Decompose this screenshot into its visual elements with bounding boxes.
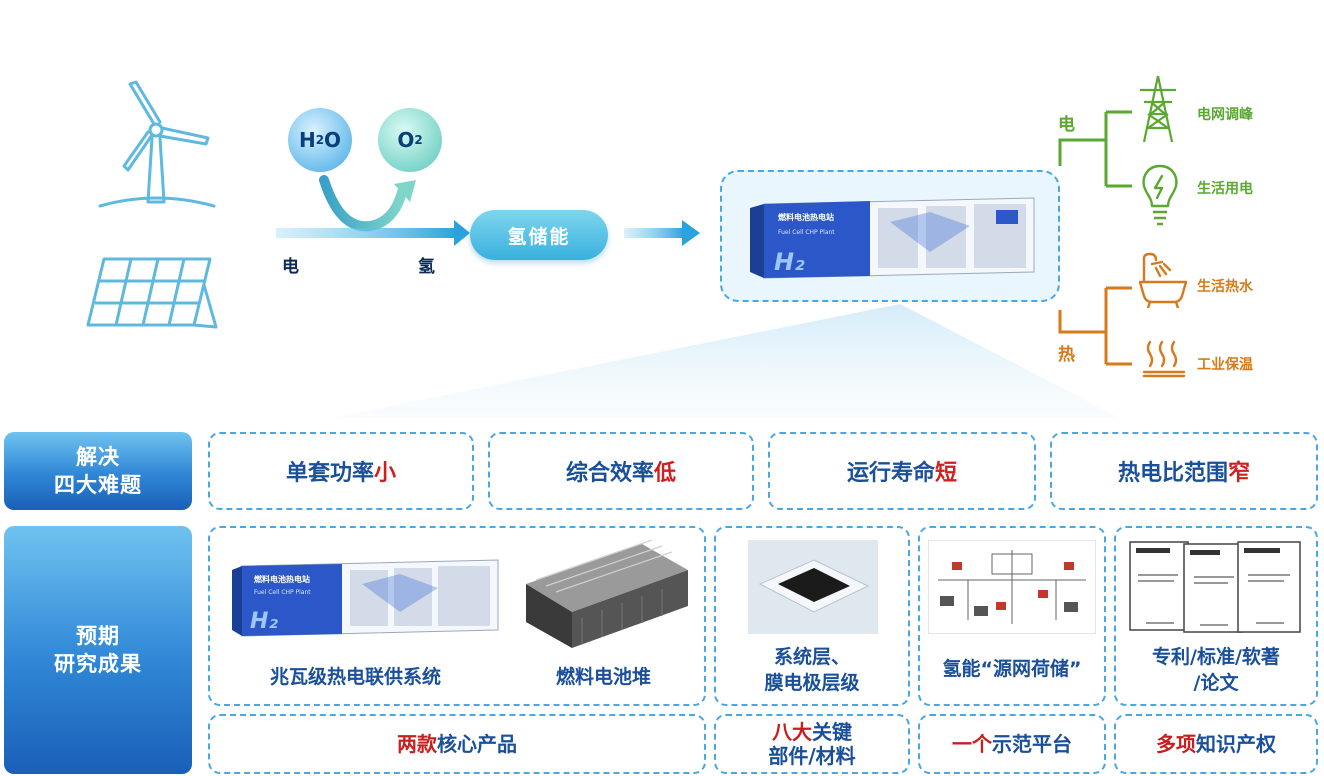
hot-water-label: 生活热水 [1197, 279, 1253, 295]
fuel-cell-stack-image [526, 540, 688, 648]
problem-card-lifetime: 运行寿命短 [768, 432, 1036, 510]
ip-line1: 专利/标准/软著 [1152, 646, 1280, 668]
svg-text:燃料电池热电站: 燃料电池热电站 [778, 212, 834, 222]
chp-system-image: 燃料电池热电站 Fuel Cell CHP Plant H₂ [232, 559, 499, 637]
problem-card-power: 单套功率小 [208, 432, 474, 510]
mea-line2: 膜电极层级 [764, 672, 860, 694]
heat-branch-label: 热 [1058, 345, 1075, 365]
solve-line1: 解决 [76, 445, 120, 469]
expected-results-label: 预期 研究成果 [4, 526, 192, 774]
summary-text: 知识产权 [1196, 732, 1276, 756]
fuel-cell-stack-label: 燃料电池堆 [556, 666, 652, 688]
summary-emphasis: 两款 [397, 732, 437, 756]
light-bulb-icon [1142, 164, 1178, 226]
o2-subscript: 2 [414, 133, 423, 147]
fuel-cell-container-image: 燃料电池热电站 Fuel Cell CHP Plant H₂ [750, 197, 1035, 279]
problem-emphasis: 低 [654, 461, 677, 486]
heat-waves-icon [1142, 340, 1186, 378]
svg-text:H₂: H₂ [250, 609, 278, 634]
o2-label: O [397, 128, 415, 152]
chp-system-label: 兆瓦级热电联供系统 [270, 666, 442, 688]
problem-text: 运行寿命 [846, 461, 935, 486]
hydrogen-storage-pill: 氢储能 [470, 210, 608, 260]
problem-emphasis: 短 [935, 461, 958, 486]
power-tower-icon [1140, 75, 1176, 143]
problem-card-efficiency: 综合效率低 [488, 432, 754, 510]
mea-line1: 系统层、 [773, 646, 850, 668]
solve-problems-label: 解决 四大难题 [4, 432, 192, 510]
bathtub-icon [1138, 252, 1188, 308]
grid-peak-label: 电网调峰 [1197, 107, 1253, 123]
summary-text: 核心产品 [437, 732, 517, 756]
mea-label: 系统层、 膜电极层级 [730, 644, 894, 696]
svg-text:Fuel Cell CHP Plant: Fuel Cell CHP Plant [254, 589, 311, 596]
summary-demo-platform: 一个示范平台 [918, 714, 1106, 774]
summary-key-parts: 八大关键 部件/材料 [714, 714, 910, 774]
summary-core-products: 两款核心产品 [208, 714, 706, 774]
summary-emphasis: 一个 [952, 732, 992, 756]
problem-emphasis: 小 [374, 461, 397, 486]
summary-text-line2: 部件/材料 [768, 744, 856, 768]
electrolysis-arrows [276, 175, 700, 246]
ip-label: 专利/标准/软著 /论文 [1122, 644, 1310, 696]
summary-text: 关键 [812, 720, 852, 744]
results-line2: 研究成果 [54, 652, 142, 676]
problem-emphasis: 窄 [1228, 461, 1251, 486]
electricity-branch-label: 电 [1058, 115, 1075, 135]
summary-ip: 多项知识产权 [1114, 714, 1318, 774]
fuel-cell-plant-box: 燃料电池热电站 Fuel Cell CHP Plant H₂ [720, 170, 1060, 302]
problem-text: 综合效率 [565, 461, 654, 486]
problem-text: 热电比范围 [1117, 461, 1228, 486]
summary-emphasis: 八大 [772, 720, 812, 744]
summary-emphasis: 多项 [1156, 732, 1196, 756]
platform-label: 氢能“源网荷储” [942, 658, 1082, 680]
wind-turbine-icon [98, 80, 216, 208]
industrial-heat-label: 工业保温 [1197, 357, 1253, 373]
system-schematic-image [928, 540, 1096, 634]
domestic-power-label: 生活用电 [1197, 181, 1253, 197]
solar-panel-icon [86, 257, 218, 329]
svg-text:H₂: H₂ [774, 248, 805, 276]
svg-text:燃料电池热电站: 燃料电池热电站 [254, 574, 310, 584]
output-branch-lines [1058, 110, 1132, 366]
h2o-label: H [298, 128, 316, 152]
problem-card-heat-power-ratio: 热电比范围窄 [1050, 432, 1318, 510]
hydrogen-output-label: 氢 [418, 257, 435, 277]
electricity-input-label: 电 [282, 257, 299, 277]
results-line1: 预期 [76, 624, 120, 648]
patent-documents-image [1129, 541, 1301, 633]
h2o-subscript: 2 [315, 133, 325, 147]
problem-text: 单套功率 [285, 461, 374, 486]
h2o-label-tail: O [324, 128, 342, 152]
summary-text: 示范平台 [992, 732, 1072, 756]
svg-text:Fuel Cell CHP Plant: Fuel Cell CHP Plant [778, 229, 835, 236]
ip-line2: /论文 [1193, 672, 1239, 694]
membrane-electrode-image [748, 540, 878, 634]
solve-line2: 四大难题 [54, 473, 142, 497]
